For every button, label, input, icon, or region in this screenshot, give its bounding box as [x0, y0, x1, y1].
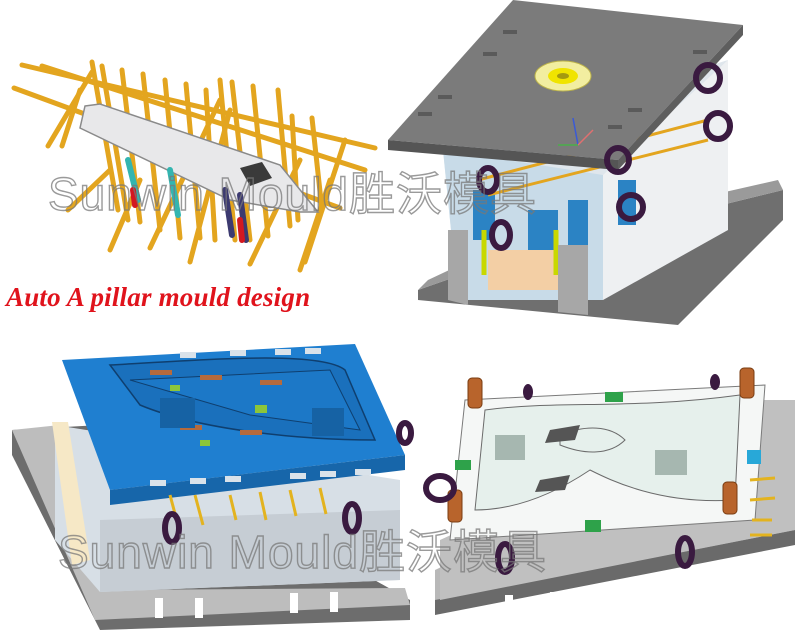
core-side-mould-illustration: [0, 330, 420, 640]
caption-title: Auto A pillar mould design: [6, 282, 311, 312]
cavity-side-mould-illustration: [410, 340, 800, 640]
assembled-mould-illustration: [388, 0, 800, 340]
cooling-channel-illustration: [0, 40, 390, 280]
